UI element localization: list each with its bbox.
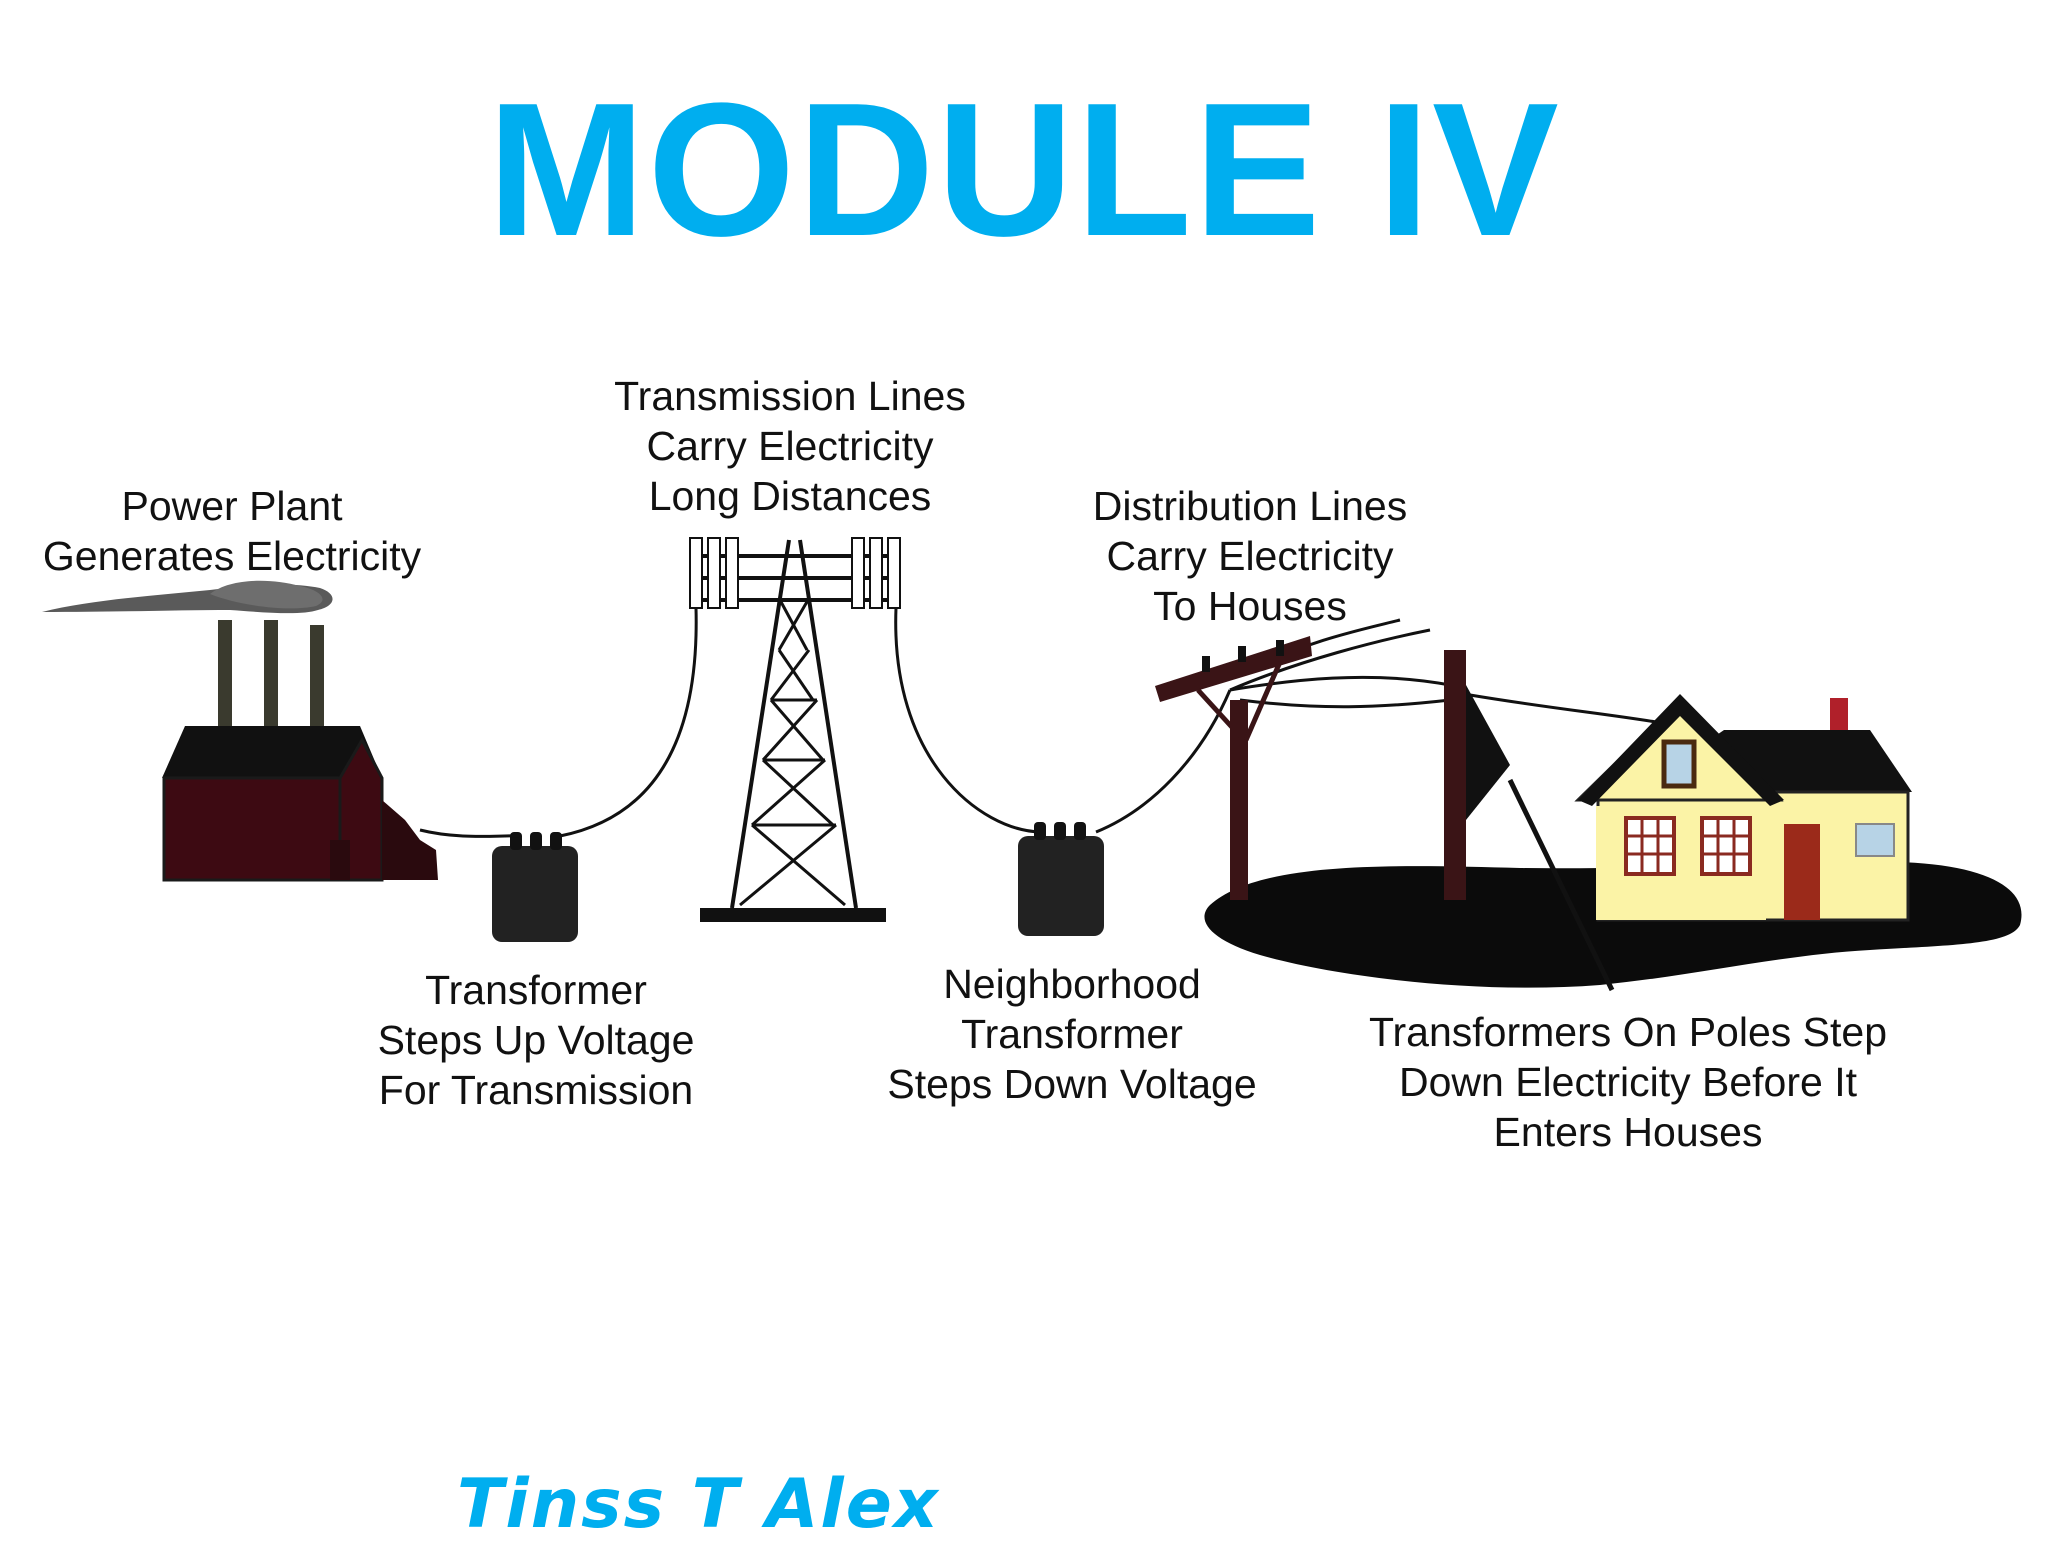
slide-title: MODULE IV [487,64,1561,276]
label-pole-transformers: Transformers On Poles Step Down Electric… [1369,1009,1887,1155]
label-pole-transformers-line3: Enters Houses [1494,1109,1763,1155]
label-step-up-transformer-line2: Steps Up Voltage [378,1017,695,1063]
label-transmission-lines-line1: Transmission Lines [614,373,966,419]
label-neighborhood-transformer-line2: Transformer [961,1011,1183,1057]
author-name: Tinss T Alex [457,1465,940,1544]
label-distribution-lines-line2: Carry Electricity [1106,533,1394,579]
label-transmission-lines: Transmission Lines Carry Electricity Lon… [614,373,966,519]
neighborhood-transformer-icon [1018,822,1104,936]
label-neighborhood-transformer: Neighborhood Transformer Steps Down Volt… [887,961,1256,1107]
label-pole-transformers-line2: Down Electricity Before It [1399,1059,1858,1105]
label-distribution-lines-line3: To Houses [1153,583,1347,629]
label-transmission-lines-line2: Carry Electricity [646,423,934,469]
transmission-tower-icon [689,537,901,922]
step-up-transformer-icon [492,832,578,942]
label-step-up-transformer-line1: Transformer [425,967,647,1013]
label-distribution-lines-line1: Distribution Lines [1093,483,1408,529]
power-plant-icon [42,580,438,882]
power-lines [419,607,1681,838]
label-power-plant-line2: Generates Electricity [43,533,422,579]
label-step-up-transformer: Transformer Steps Up Voltage For Transmi… [378,967,695,1113]
distribution-pole-icon [1155,636,1312,900]
house-icon [1574,694,1912,922]
label-power-plant-line1: Power Plant [121,483,343,529]
label-pole-transformers-line1: Transformers On Poles Step [1369,1009,1887,1055]
label-neighborhood-transformer-line1: Neighborhood [943,961,1201,1007]
label-distribution-lines: Distribution Lines Carry Electricity To … [1093,483,1408,629]
label-power-plant: Power Plant Generates Electricity [43,483,422,579]
label-neighborhood-transformer-line3: Steps Down Voltage [887,1061,1256,1107]
label-transmission-lines-line3: Long Distances [649,473,932,519]
label-step-up-transformer-line3: For Transmission [379,1067,693,1113]
pole-transformer-icon [1444,650,1615,992]
